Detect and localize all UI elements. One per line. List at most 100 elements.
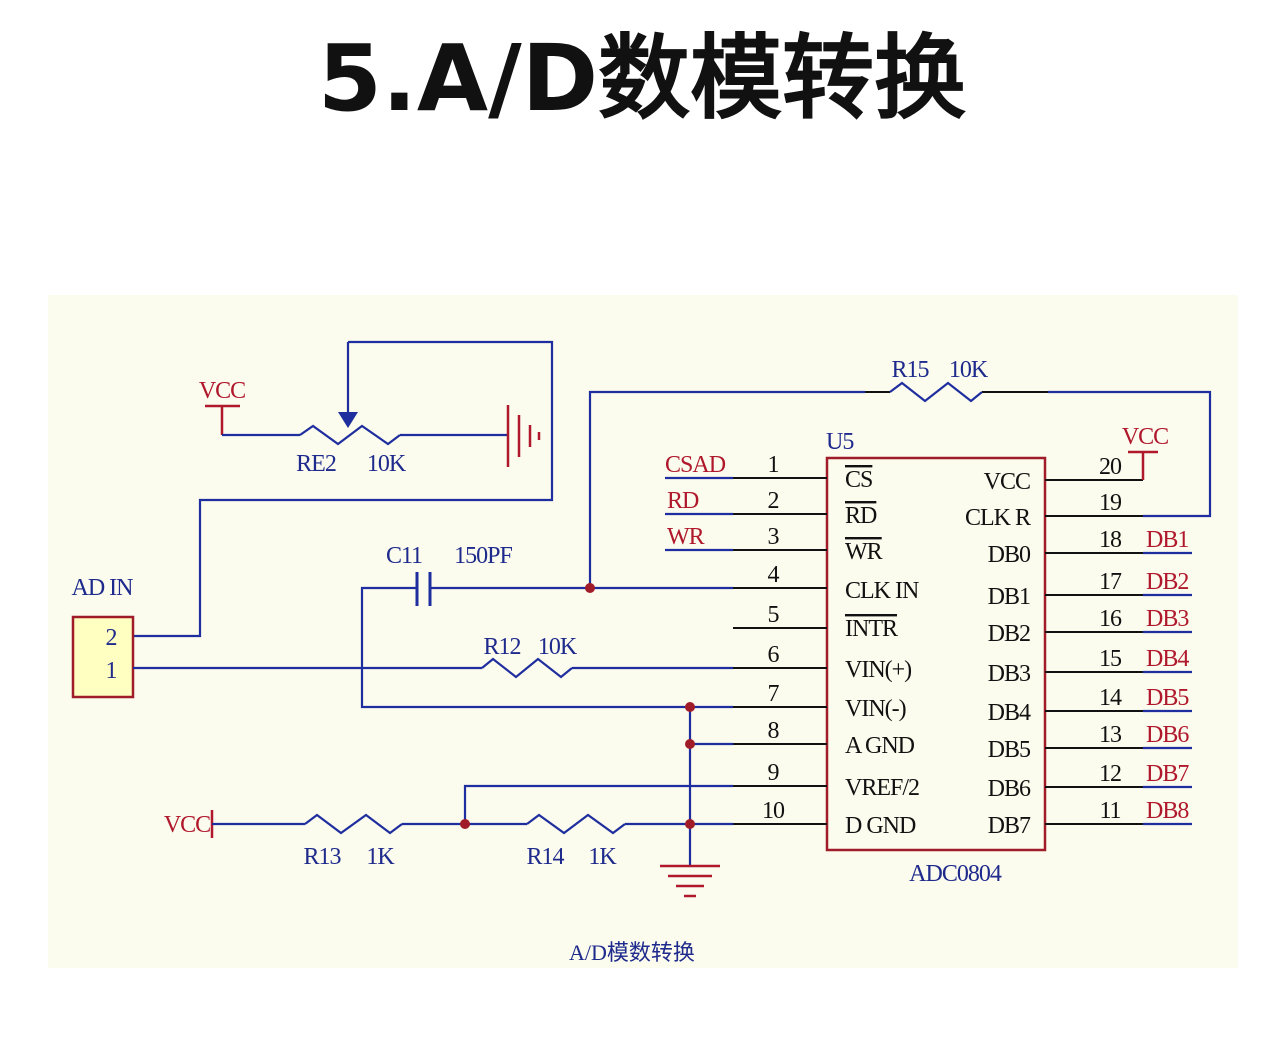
pin-name: DB1 [988, 584, 1030, 610]
r12-ref-label: R12 [483, 634, 520, 660]
chip-body [825, 456, 1047, 852]
net-label-db4: DB4 [1146, 646, 1189, 672]
c11-ref-label: C11 [386, 543, 422, 569]
chip-pin-5: 5 INTR [733, 602, 899, 642]
chip-pin-17: 17 DB1 [988, 569, 1143, 610]
chip-pin-20: 20 VCC [984, 454, 1143, 495]
pin-number: 11 [1099, 798, 1120, 824]
net-label-wr: WR [667, 524, 705, 550]
pin-name: DB2 [988, 621, 1030, 647]
chip-pin-19: 19 CLK R [965, 490, 1143, 531]
re2-value-label: 10K [367, 451, 407, 477]
re2-resistor-body [299, 424, 401, 446]
pin-number: 16 [1099, 606, 1122, 632]
c11-value-label: 150PF [454, 543, 512, 569]
left-net-labels: CSAD RD WR [665, 452, 733, 552]
pin-number: 8 [768, 718, 780, 744]
chip-part-label: ADC0804 [909, 861, 1002, 887]
pin-number: 14 [1099, 685, 1122, 711]
chip-pin-14: 14 DB4 [988, 685, 1143, 726]
net-label-db2: DB2 [1146, 569, 1188, 595]
r13-ref-label: R13 [303, 844, 341, 870]
vcc-label-chip: VCC [1122, 424, 1168, 450]
junction-dot [585, 583, 595, 593]
pin-name: DB4 [988, 700, 1031, 726]
vcc-symbol-chip: VCC [1122, 424, 1169, 480]
vcc-label-divider: VCC [164, 812, 210, 838]
pin-name: A GND [845, 733, 915, 759]
chip-pin-3: 3 WR [733, 524, 884, 565]
pin-name: CS [845, 467, 872, 493]
chip-pin-13: 13 DB5 [988, 722, 1143, 763]
r13-value-label: 1K [366, 844, 395, 870]
chip-pin-2: 2 RD [733, 488, 878, 529]
pin-number: 13 [1099, 722, 1122, 748]
net-label-db5: DB5 [1146, 685, 1189, 711]
pin-name: VREF/2 [845, 775, 919, 801]
pin-number: 10 [762, 798, 785, 824]
chip-ref-label: U5 [826, 429, 854, 455]
pin-number: 4 [768, 562, 780, 588]
chip-pin-4: 4 CLK IN [733, 562, 920, 604]
r12-resistor-body [481, 657, 573, 679]
net-label-db1: DB1 [1146, 527, 1188, 553]
pin-name: DB6 [988, 776, 1031, 802]
chip-pin-10: 10 D GND [733, 798, 917, 839]
schematic-panel [48, 295, 1238, 968]
r15-value-label: 10K [949, 357, 989, 383]
connector-body [71, 615, 135, 699]
net-label-db3: DB3 [1146, 606, 1189, 632]
junction-dot [460, 819, 470, 829]
net-label-db6: DB6 [1146, 722, 1189, 748]
chip-pin-15: 15 DB3 [988, 646, 1143, 687]
pin-name: CLK R [965, 505, 1031, 531]
chip-pin-16: 16 DB2 [988, 606, 1143, 647]
chip-u5: U5 ADC0804 1 CS 2 RD 3 WR 4 CLK IN 5 INT… [733, 429, 1143, 887]
r14-ref-label: R14 [526, 844, 564, 870]
r12-value-label: 10K [538, 634, 578, 660]
pin-name: WR [845, 539, 883, 565]
connector-pin-2: 2 [106, 625, 117, 651]
ground-bus [463, 707, 733, 898]
pin-number: 18 [1099, 527, 1122, 553]
pin-name: DB5 [988, 737, 1031, 763]
r15-ref-label: R15 [891, 357, 929, 383]
r13-resistor-body [304, 813, 403, 835]
right-net-labels: DB1 DB2 DB3 DB4 DB5 DB6 DB7 DB8 [1143, 527, 1192, 826]
re2-ref-label: RE2 [296, 451, 336, 477]
pin-number: 1 [768, 452, 779, 478]
chip-pin-12: 12 DB6 [988, 761, 1143, 802]
pin-number: 7 [768, 681, 780, 707]
pin-number: 19 [1099, 490, 1122, 516]
chip-pin-6: 6 VIN(+) [733, 642, 912, 683]
r14-value-label: 1K [588, 844, 617, 870]
potentiometer-re2: VCC RE2 10K [133, 340, 554, 638]
pin-name: RD [845, 503, 877, 529]
pin-number: 3 [768, 524, 780, 550]
pin-name: VIN(-) [845, 696, 906, 722]
junction-dots [460, 583, 695, 829]
chip-pin-7: 7 VIN(-) [733, 681, 907, 722]
resistor-r12: R12 10K [481, 634, 733, 679]
wire-c11-to-vin-minus [360, 586, 733, 709]
re2-wiper-arrow-icon [338, 412, 358, 428]
pin-number: 15 [1099, 646, 1122, 672]
junction-dot [685, 819, 695, 829]
pin-name: VIN(+) [845, 657, 911, 683]
net-label-rd: RD [667, 488, 699, 514]
connector-ad-in: AD IN 2 1 [71, 575, 482, 699]
wire-wiper-to-adin-pin2 [133, 340, 554, 638]
r15-resistor-body [889, 381, 983, 403]
pin-number: 6 [768, 642, 780, 668]
vcc-label-pot: VCC [199, 378, 245, 404]
pin-name: VCC [984, 469, 1030, 495]
wire-clk-in-to-r15 [588, 390, 865, 588]
connector-label: AD IN [72, 575, 134, 601]
pin-name: INTR [845, 616, 898, 642]
pin-name: DB3 [988, 661, 1031, 687]
chip-pin-9: 9 VREF/2 [733, 760, 920, 801]
pin-name: DB7 [988, 813, 1031, 839]
wire-vref-half [463, 784, 733, 824]
connector-pin-1: 1 [106, 658, 117, 684]
